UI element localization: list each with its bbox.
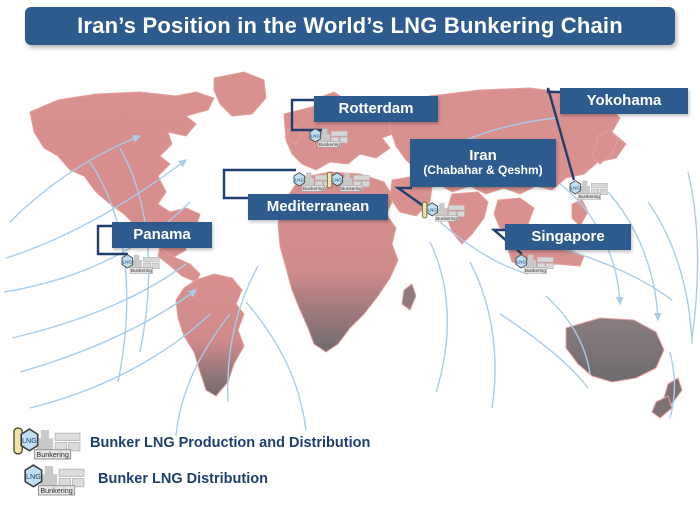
svg-text:Bunkering: Bunkering: [36, 450, 68, 459]
svg-text:Bunkering: Bunkering: [341, 186, 362, 191]
callout-panama[interactable]: Panama: [112, 222, 212, 248]
svg-text:LNG: LNG: [295, 177, 305, 182]
bunker-icon-yokohama: LNG Bunkering: [566, 178, 610, 200]
legend-label-production: Bunker LNG Production and Distribution: [90, 435, 371, 451]
legend-item-distribution: LNG Bunkering Bunker LNG Distribution: [8, 462, 528, 496]
callout-rotterdam[interactable]: Rotterdam: [314, 96, 438, 122]
land-philippines: [571, 199, 589, 227]
connector-rotterdam: [290, 98, 326, 132]
legend-icon-distribution: LNG Bunkering: [8, 462, 90, 496]
bunker-icon-iran: LNG Bunkering: [421, 200, 467, 222]
land-australia: [565, 317, 665, 383]
legend-icon-production: LNG Bunkering: [8, 426, 90, 460]
callout-singapore-label: Singapore: [531, 228, 605, 246]
svg-text:LNG: LNG: [427, 207, 437, 212]
svg-text:Bunkering: Bunkering: [319, 142, 340, 147]
svg-text:LNG: LNG: [571, 185, 581, 190]
page-title: Iran’s Position in the World’s LNG Bunke…: [77, 13, 623, 38]
land-greenland: [213, 71, 267, 117]
svg-text:Bunkering: Bunkering: [525, 268, 546, 273]
callout-iran-sublabel: (Chabahar & Qeshm): [423, 162, 543, 177]
callout-mediterranean[interactable]: Mediterranean: [248, 194, 388, 220]
callout-rotterdam-label: Rotterdam: [338, 100, 414, 118]
bunker-icon-mediterranean-production: LNG Bunkering: [326, 170, 372, 192]
callout-panama-label: Panama: [133, 226, 191, 244]
bunker-icon-panama: LNG Bunkering: [118, 252, 162, 274]
bunker-icon-rotterdam: LNG Bunkering: [306, 126, 350, 148]
svg-text:LNG: LNG: [123, 259, 133, 264]
legend-item-production: LNG Bunkering Bunker LNG Production and …: [8, 424, 528, 462]
callout-singapore[interactable]: Singapore: [505, 224, 631, 250]
svg-text:Bunkering: Bunkering: [436, 216, 457, 221]
svg-text:Bunkering: Bunkering: [40, 486, 72, 495]
svg-text:LNG: LNG: [332, 177, 342, 182]
land-madagascar: [401, 283, 417, 311]
callout-mediterranean-label: Mediterranean: [266, 198, 370, 216]
connector-iran: [394, 186, 433, 213]
svg-text:Bunkering: Bunkering: [579, 194, 600, 199]
svg-text:LNG: LNG: [22, 436, 37, 445]
svg-text:Bunkering: Bunkering: [131, 268, 152, 273]
bunker-icon-mediterranean-distribution: LNG Bunkering: [290, 170, 334, 192]
svg-text:Bunkering: Bunkering: [303, 186, 324, 191]
land-north-america: [29, 91, 215, 259]
land-new-zealand-south: [651, 395, 673, 419]
svg-text:LNG: LNG: [311, 133, 321, 138]
bunker-icon-singapore: LNG Bunkering: [512, 252, 556, 274]
connector-panama: [96, 224, 128, 256]
svg-text:LNG: LNG: [26, 472, 41, 481]
land-japan: [591, 129, 619, 165]
callout-yokohama-label: Yokohama: [586, 92, 662, 110]
legend-label-distribution: Bunker LNG Distribution: [98, 471, 268, 487]
callout-iran-label: Iran: [469, 147, 497, 165]
connector-yokohama: [546, 87, 576, 181]
legend: LNG Bunkering Bunker LNG Production and …: [8, 424, 528, 496]
svg-text:LNG: LNG: [517, 259, 527, 264]
connector-mediterranean: [222, 168, 296, 200]
callout-yokohama[interactable]: Yokohama: [560, 88, 688, 114]
callout-iran[interactable]: Iran (Chabahar & Qeshm): [410, 139, 556, 187]
slide-title-banner: Iran’s Position in the World’s LNG Bunke…: [25, 7, 675, 45]
